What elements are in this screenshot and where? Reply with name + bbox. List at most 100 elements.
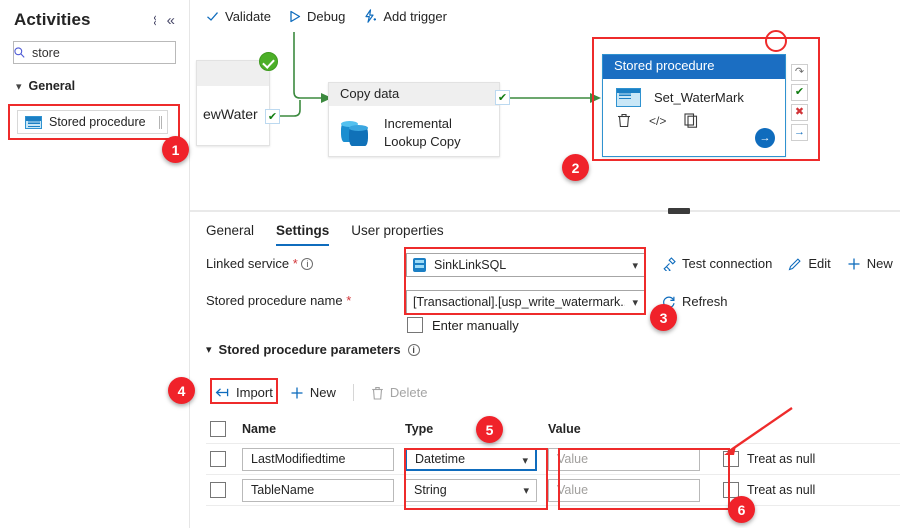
collapse-left-icon[interactable]: «: [166, 12, 175, 29]
delete-icon[interactable]: [617, 113, 631, 128]
treat-as-null-cell[interactable]: Treat as null: [723, 451, 900, 467]
import-arrow-icon: [214, 386, 230, 399]
edit-label: Edit: [808, 256, 831, 271]
debug-button[interactable]: Debug: [289, 9, 345, 24]
chevron-down-icon: ▾: [16, 80, 22, 93]
sql-service-icon: [413, 258, 426, 272]
node-label: Set_WaterMark: [654, 89, 744, 105]
debug-label: Debug: [307, 8, 346, 24]
edit-linked-service-button[interactable]: Edit: [788, 256, 831, 271]
stored-procedure-name-label: Stored procedure name *: [206, 293, 352, 308]
search-icon: [14, 47, 32, 58]
refresh-button[interactable]: Refresh: [662, 294, 728, 309]
on-completion-icon[interactable]: →: [791, 124, 808, 141]
pencil-icon: [788, 257, 802, 271]
parameter-name-input[interactable]: TableName: [242, 478, 394, 502]
connector-lines: [266, 32, 601, 117]
chevron-down-icon: ▾: [523, 484, 529, 497]
tab-user-properties[interactable]: User properties: [351, 223, 444, 238]
annotation-badge-1: 1: [162, 136, 189, 163]
pipeline-canvas[interactable]: ewWater ✔ Copy data Incremental Lookup C…: [190, 32, 900, 208]
splitter-grab-handle[interactable]: [668, 208, 690, 214]
on-skip-icon[interactable]: ↷: [791, 64, 808, 81]
drag-handle[interactable]: [159, 116, 162, 129]
test-connection-button[interactable]: Test connection: [662, 256, 772, 271]
row-select-checkbox[interactable]: [210, 482, 226, 498]
node-header: Stored procedure: [603, 55, 785, 79]
page-title: Activities: [14, 10, 91, 29]
info-icon[interactable]: i: [407, 343, 420, 356]
stored-procedure-parameters-header[interactable]: ▾ Stored procedure parameters i: [206, 342, 420, 357]
chevron-down-icon: ▾: [206, 344, 212, 356]
new-label: New: [866, 256, 893, 271]
canvas-node-stored-procedure[interactable]: Stored procedure Set_WaterMark </> →: [602, 54, 786, 157]
node-success-icon: [259, 52, 278, 71]
new-linked-service-button[interactable]: New: [847, 256, 893, 271]
panel-splitter[interactable]: [190, 208, 900, 214]
import-parameters-button[interactable]: Import: [214, 385, 273, 400]
plus-icon: [847, 257, 861, 271]
table-row[interactable]: TableName String ▾ Value Treat as null: [206, 475, 900, 506]
delete-parameter-button[interactable]: Delete: [371, 385, 427, 400]
tab-settings[interactable]: Settings: [276, 223, 330, 246]
parameter-type-dropdown[interactable]: Datetime ▾: [405, 447, 537, 471]
annotation-badge-6: 6: [728, 496, 755, 523]
search-input[interactable]: [32, 45, 152, 60]
parameters-actions: Import New Delete: [214, 384, 427, 401]
activity-properties-panel: General Settings User properties Linked …: [190, 214, 900, 528]
new-parameter-label: New: [309, 385, 336, 400]
linked-service-dropdown[interactable]: SinkLinkSQL ▾: [406, 253, 646, 277]
code-icon[interactable]: </>: [649, 113, 667, 128]
column-header-name: Name: [242, 422, 277, 436]
panel-tabs: General Settings User properties: [206, 223, 444, 246]
sidebar-item-stored-procedure[interactable]: Stored procedure: [17, 110, 168, 134]
clone-icon[interactable]: [684, 113, 698, 128]
tab-general[interactable]: General: [206, 223, 255, 238]
open-activity-arrow-icon[interactable]: →: [755, 128, 775, 148]
linked-service-label: Linked service * i: [206, 256, 314, 271]
import-label: Import: [236, 385, 273, 400]
row-select-checkbox[interactable]: [210, 451, 226, 467]
validate-button[interactable]: Validate: [206, 9, 271, 24]
chevron-down-icon: ▾: [522, 454, 528, 467]
sidebar-group-general[interactable]: ▾ General: [16, 79, 75, 93]
treat-as-null-checkbox[interactable]: [723, 482, 739, 498]
info-icon[interactable]: i: [301, 258, 314, 270]
activities-search-box[interactable]: [13, 41, 176, 64]
chevron-down-icon: ▾: [632, 297, 638, 309]
connector-success-chip[interactable]: ✔: [265, 109, 280, 124]
canvas-node-previous[interactable]: ewWater: [196, 52, 278, 146]
parameter-type-dropdown[interactable]: String ▾: [405, 478, 537, 502]
treat-as-null-cell[interactable]: Treat as null: [723, 482, 900, 498]
on-failure-icon[interactable]: ✖: [791, 104, 808, 121]
parameter-value-input[interactable]: Value: [548, 447, 700, 471]
chevron-double-down-icon[interactable]: ˇˇ: [141, 15, 159, 26]
enter-manually-row[interactable]: Enter manually: [407, 317, 519, 333]
parameter-name-input[interactable]: LastModifiedtime: [242, 447, 394, 471]
node-label: Incremental Lookup Copy: [384, 116, 461, 149]
parameter-value-input[interactable]: Value: [548, 478, 700, 502]
required-marker: *: [346, 293, 352, 308]
node-header: Copy data: [329, 83, 499, 106]
add-trigger-button[interactable]: Add trigger: [363, 9, 447, 24]
lightning-bolt-icon: [363, 9, 377, 23]
column-header-type: Type: [405, 422, 434, 436]
stored-procedure-parameters-label: Stored procedure parameters: [218, 342, 401, 357]
linked-service-value: SinkLinkSQL: [434, 258, 507, 272]
enter-manually-checkbox[interactable]: [407, 317, 423, 333]
stored-procedure-name-dropdown[interactable]: [Transactional].[usp_write_watermark... …: [406, 290, 646, 314]
activities-sidebar: Activities ˇˇ « ▾ General Stored procedu…: [0, 0, 190, 528]
table-row[interactable]: LastModifiedtime Datetime ▾ Value Treat …: [206, 444, 900, 475]
treat-as-null-label: Treat as null: [747, 483, 816, 497]
node-header: [197, 61, 269, 86]
stored-procedure-icon: [616, 88, 641, 107]
new-parameter-button[interactable]: New: [290, 385, 336, 400]
trash-icon: [371, 386, 384, 400]
connector-success-chip[interactable]: ✔: [495, 90, 510, 105]
on-success-icon[interactable]: ✔: [791, 84, 808, 101]
canvas-node-copy-data[interactable]: Copy data Incremental Lookup Copy: [328, 82, 500, 157]
table-header-row: Name Type Value: [206, 415, 900, 444]
select-all-checkbox[interactable]: [210, 421, 226, 437]
annotation-arrow-treat-as-null: [724, 407, 793, 455]
annotation-badge-3: 3: [650, 304, 677, 331]
